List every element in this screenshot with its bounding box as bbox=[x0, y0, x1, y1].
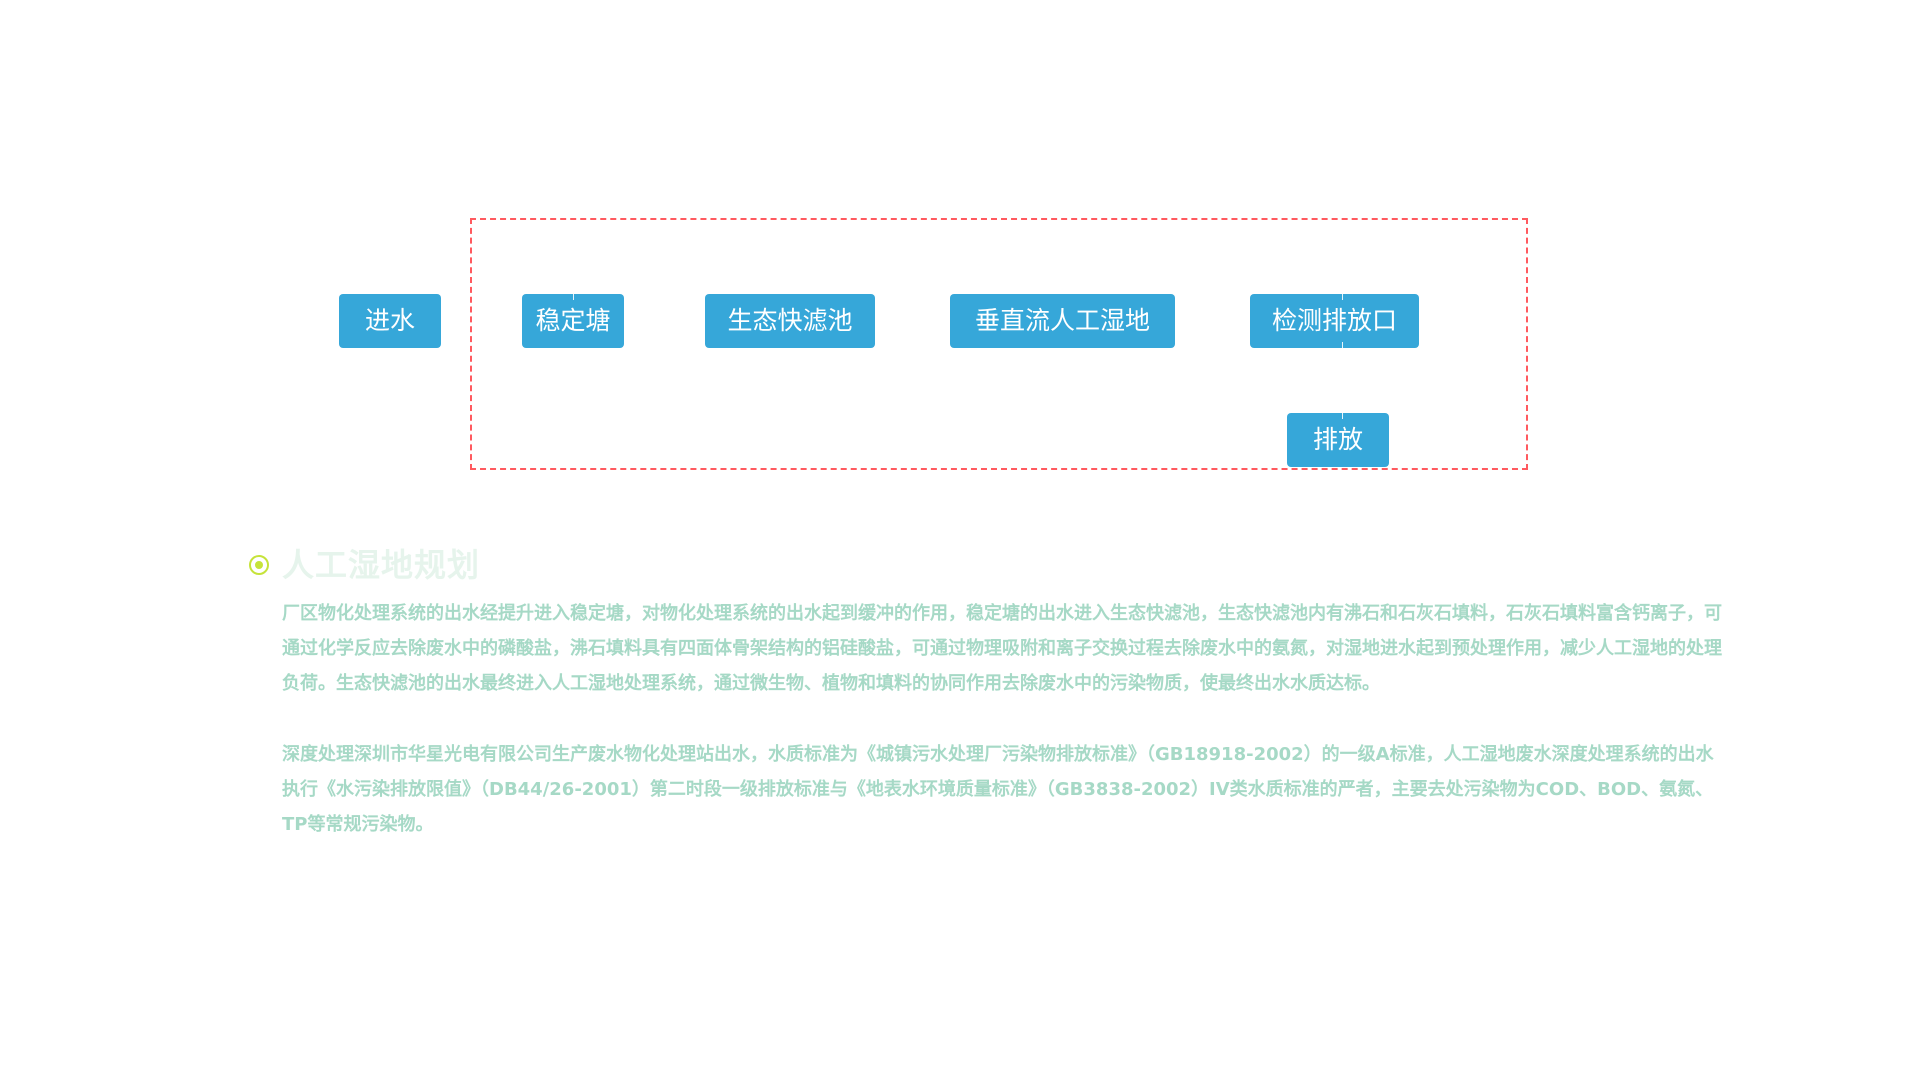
flow-node-label: 检测排放口 bbox=[1271, 306, 1397, 335]
flow-node-monitoring-outlet: 检测排放口 bbox=[1250, 294, 1419, 348]
bullet-icon bbox=[249, 555, 269, 575]
treatment-system-boundary bbox=[470, 218, 1528, 470]
flow-node-discharge: 排放 bbox=[1287, 413, 1389, 467]
flow-node-eco-fast-filter: 生态快滤池 bbox=[705, 294, 875, 348]
section-title: 人工湿地规划 bbox=[282, 546, 481, 584]
flow-node-vertical-flow-wetland: 垂直流人工湿地 bbox=[950, 294, 1175, 348]
connector-tick bbox=[1342, 294, 1343, 300]
flow-node-label: 稳定塘 bbox=[535, 306, 611, 335]
flow-node-label: 排放 bbox=[1312, 425, 1363, 454]
flow-node-label: 进水 bbox=[364, 306, 415, 335]
flow-node-inlet: 进水 bbox=[339, 294, 441, 348]
flow-node-stabilization-pond: 稳定塘 bbox=[522, 294, 624, 348]
connector-tick bbox=[1342, 413, 1343, 419]
flow-node-label: 垂直流人工湿地 bbox=[974, 306, 1150, 335]
section-paragraph: 深度处理深圳市华星光电有限公司生产废水物化处理站出水，水质标准为《城镇污水处理厂… bbox=[282, 744, 1714, 835]
connector-tick bbox=[1342, 342, 1343, 348]
flow-node-label: 生态快滤池 bbox=[727, 306, 853, 335]
connector-tick bbox=[573, 294, 574, 300]
section-paragraph: 厂区物化处理系统的出水经提升进入稳定塘，对物化处理系统的出水起到缓冲的作用，稳定… bbox=[282, 603, 1722, 694]
